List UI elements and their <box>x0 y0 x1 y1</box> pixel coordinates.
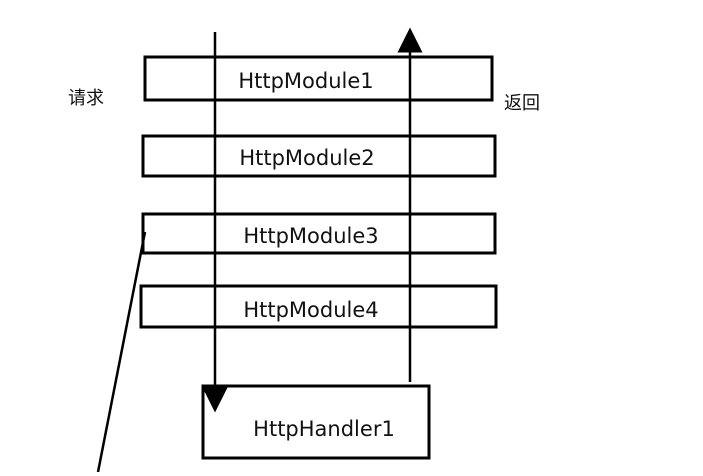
module-box-2-border <box>141 134 497 178</box>
diagonal-connector-line <box>96 231 147 473</box>
module-box-4-border <box>139 284 498 329</box>
request-label: 请求 <box>68 88 104 109</box>
module-box-3-label: HttpModule3 <box>243 224 378 248</box>
module-box-1: HttpModule1 <box>143 55 494 102</box>
module-box-1-label: HttpModule1 <box>238 69 373 93</box>
module-box-4-label: HttpModule4 <box>243 298 378 322</box>
response-label: 返回 <box>504 93 540 114</box>
module-box-4: HttpModule4 <box>139 284 498 329</box>
module-box-2-label: HttpModule2 <box>239 146 374 170</box>
handler-box: HttpHandler1 <box>201 384 431 460</box>
handler-box-border <box>201 384 431 460</box>
module-box-1-border <box>143 55 494 102</box>
module-box-3-border <box>141 212 497 255</box>
module-box-3: HttpModule3 <box>141 212 497 255</box>
module-box-2: HttpModule2 <box>141 134 497 178</box>
handler-box-label: HttpHandler1 <box>253 417 395 441</box>
